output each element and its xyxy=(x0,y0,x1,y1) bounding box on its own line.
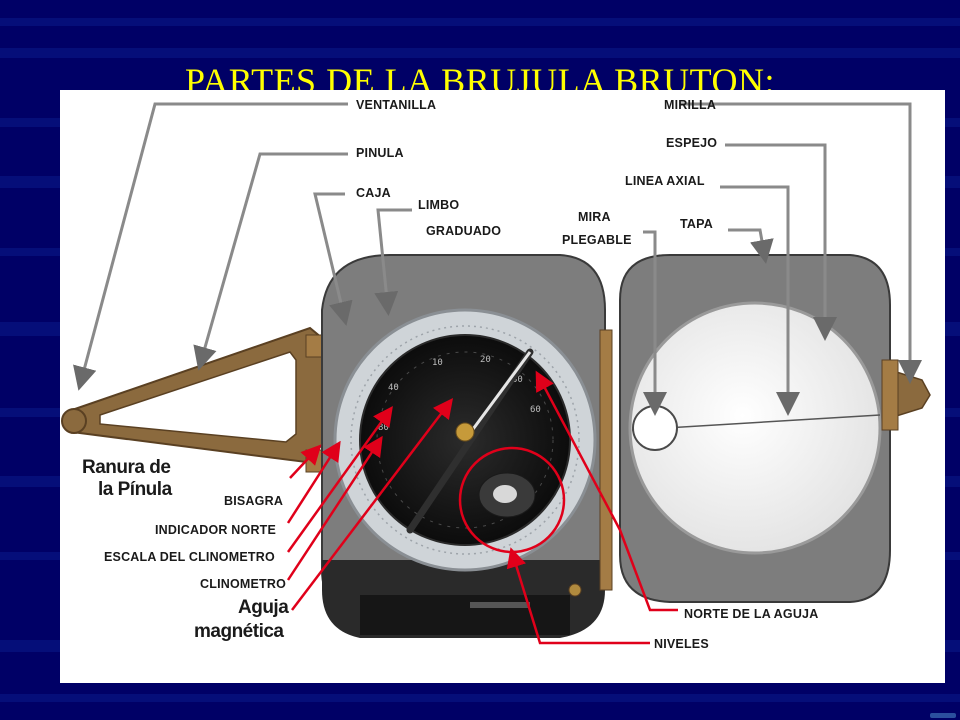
label-caja: CAJA xyxy=(356,186,391,200)
label-escala-clinometro: ESCALA DEL CLINOMETRO xyxy=(104,550,275,564)
label-ranura-line1: Ranura de xyxy=(82,457,171,478)
label-indicador-norte: INDICADOR NORTE xyxy=(155,523,277,537)
svg-text:20: 20 xyxy=(480,355,491,365)
label-niveles: NIVELES xyxy=(654,637,709,651)
label-espejo: ESPEJO xyxy=(666,136,718,150)
label-tapa: TAPA xyxy=(680,217,713,231)
svg-text:40: 40 xyxy=(388,383,399,393)
label-bisagra: BISAGRA xyxy=(224,494,284,508)
slide-corner-mark xyxy=(930,713,956,718)
svg-text:10: 10 xyxy=(432,358,443,368)
compass-illustration: 10 20 30 40 60 80 xyxy=(61,102,931,645)
label-aguja-line1: Aguja xyxy=(238,597,289,618)
label-norte-aguja: NORTE DE LA AGUJA xyxy=(684,607,819,621)
tapa-lid xyxy=(619,254,931,603)
label-ventanilla: VENTANILLA xyxy=(356,98,437,112)
label-plegable: PLEGABLE xyxy=(562,233,632,247)
svg-text:60: 60 xyxy=(530,405,541,415)
label-aguja-line2: magnética xyxy=(194,621,284,642)
compass-diagram: 10 20 30 40 60 80 xyxy=(60,90,945,683)
label-linea-axial: LINEA AXIAL xyxy=(625,174,705,188)
svg-text:30: 30 xyxy=(512,375,523,385)
label-clinometro: CLINOMETRO xyxy=(200,577,287,591)
bisagra-hinge xyxy=(599,329,613,591)
label-pinula: PINULA xyxy=(356,146,404,160)
label-limbo: LIMBO xyxy=(418,198,460,212)
label-mira: MIRA xyxy=(578,210,611,224)
compass-dial: 10 20 30 40 60 80 xyxy=(359,334,571,554)
pinula-sight xyxy=(61,326,323,473)
label-ranura-line2: la Pínula xyxy=(98,479,172,500)
label-mirilla: MIRILLA xyxy=(664,98,717,112)
label-graduado: GRADUADO xyxy=(426,224,502,238)
